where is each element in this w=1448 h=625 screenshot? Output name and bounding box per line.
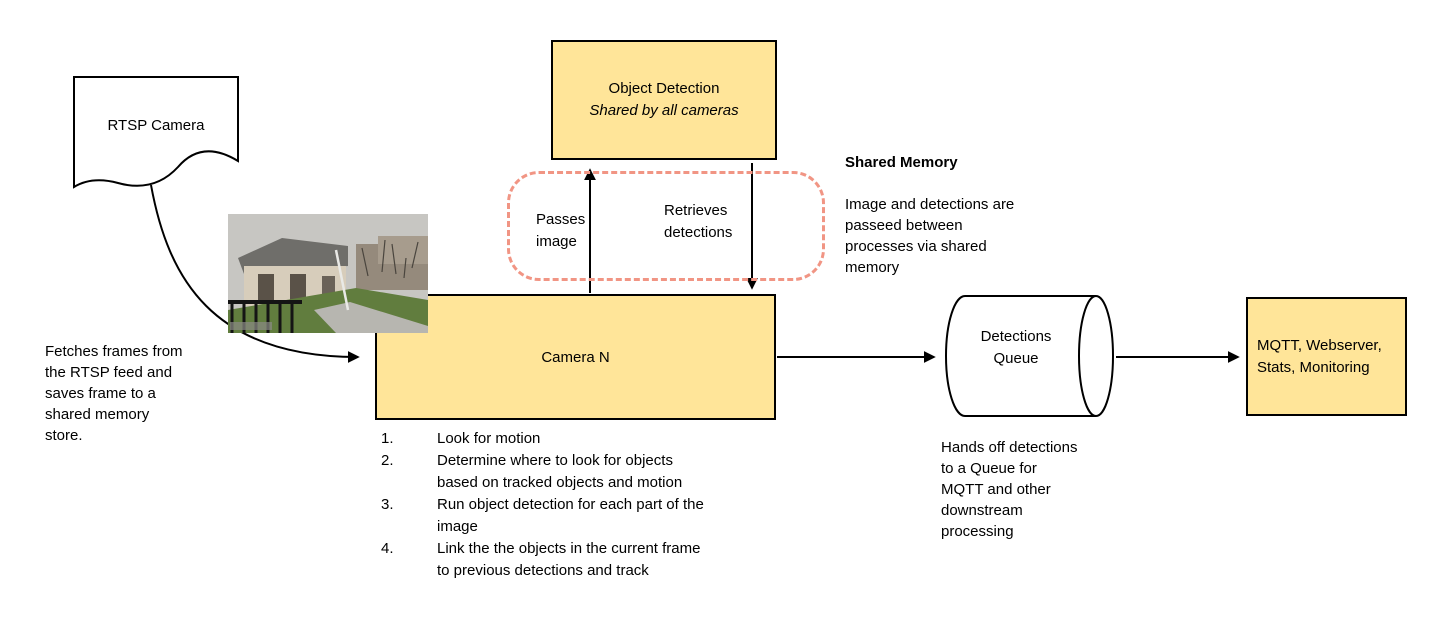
step-number: 2. bbox=[381, 452, 394, 469]
shared-memory-title: Shared Memory bbox=[845, 154, 958, 171]
list-item: 1. Look for motion bbox=[381, 428, 791, 450]
document-shape bbox=[73, 76, 239, 189]
step-text: Run object detection for each part of th… bbox=[437, 496, 704, 535]
queue-cylinder bbox=[945, 295, 1114, 417]
step-number: 3. bbox=[381, 496, 394, 513]
list-item: 4. Link the the objects in the current f… bbox=[381, 538, 791, 582]
list-item: 2. Determine where to look for objects b… bbox=[381, 450, 791, 494]
step-text: Link the the objects in the current fram… bbox=[437, 540, 701, 579]
step-text: Look for motion bbox=[437, 430, 541, 447]
shared-memory-region bbox=[507, 171, 825, 281]
queue-handoff-note: Hands off detections to a Queue for MQTT… bbox=[941, 439, 1078, 540]
arrow-rtsp-to-camera bbox=[150, 184, 360, 363]
passes-image-label: Passes image bbox=[534, 209, 588, 253]
camera-frame-image bbox=[228, 214, 428, 333]
retrieves-detections-label: Retrieves detections bbox=[662, 200, 735, 244]
fetch-frames-note: Fetches frames from the RTSP feed and sa… bbox=[45, 343, 183, 444]
detections-queue-label: Detections Queue bbox=[980, 328, 1052, 367]
camera-n-box: Camera N bbox=[375, 294, 776, 420]
rtsp-camera-label: RTSP Camera bbox=[107, 117, 205, 134]
object-detection-title: Object Detection bbox=[608, 80, 720, 97]
snapshot-illustration bbox=[228, 214, 428, 333]
step-text: Determine where to look for objects base… bbox=[437, 452, 683, 491]
shared-memory-note: Shared Memory Image and detections are p… bbox=[845, 131, 1070, 299]
list-item: 3. Run object detection for each part of… bbox=[381, 494, 791, 538]
rtsp-camera-shape: RTSP Camera bbox=[72, 75, 240, 195]
step-number: 1. bbox=[381, 430, 394, 447]
detections-queue-shape: Detections Queue bbox=[944, 294, 1116, 418]
mqtt-webserver-box: MQTT, Webserver, Stats, Monitoring bbox=[1246, 297, 1407, 416]
camera-n-label: Camera N bbox=[541, 348, 610, 366]
object-detection-subtitle: Shared by all cameras bbox=[589, 102, 739, 119]
step-number: 4. bbox=[381, 540, 394, 557]
camera-steps-list: 1. Look for motion 2. Determine where to… bbox=[381, 428, 791, 582]
mqtt-webserver-label: MQTT, Webserver, Stats, Monitoring bbox=[1257, 336, 1382, 376]
shared-memory-body: Image and detections are passeed between… bbox=[845, 196, 1015, 276]
object-detection-box: Object Detection Shared by all cameras bbox=[551, 40, 777, 160]
